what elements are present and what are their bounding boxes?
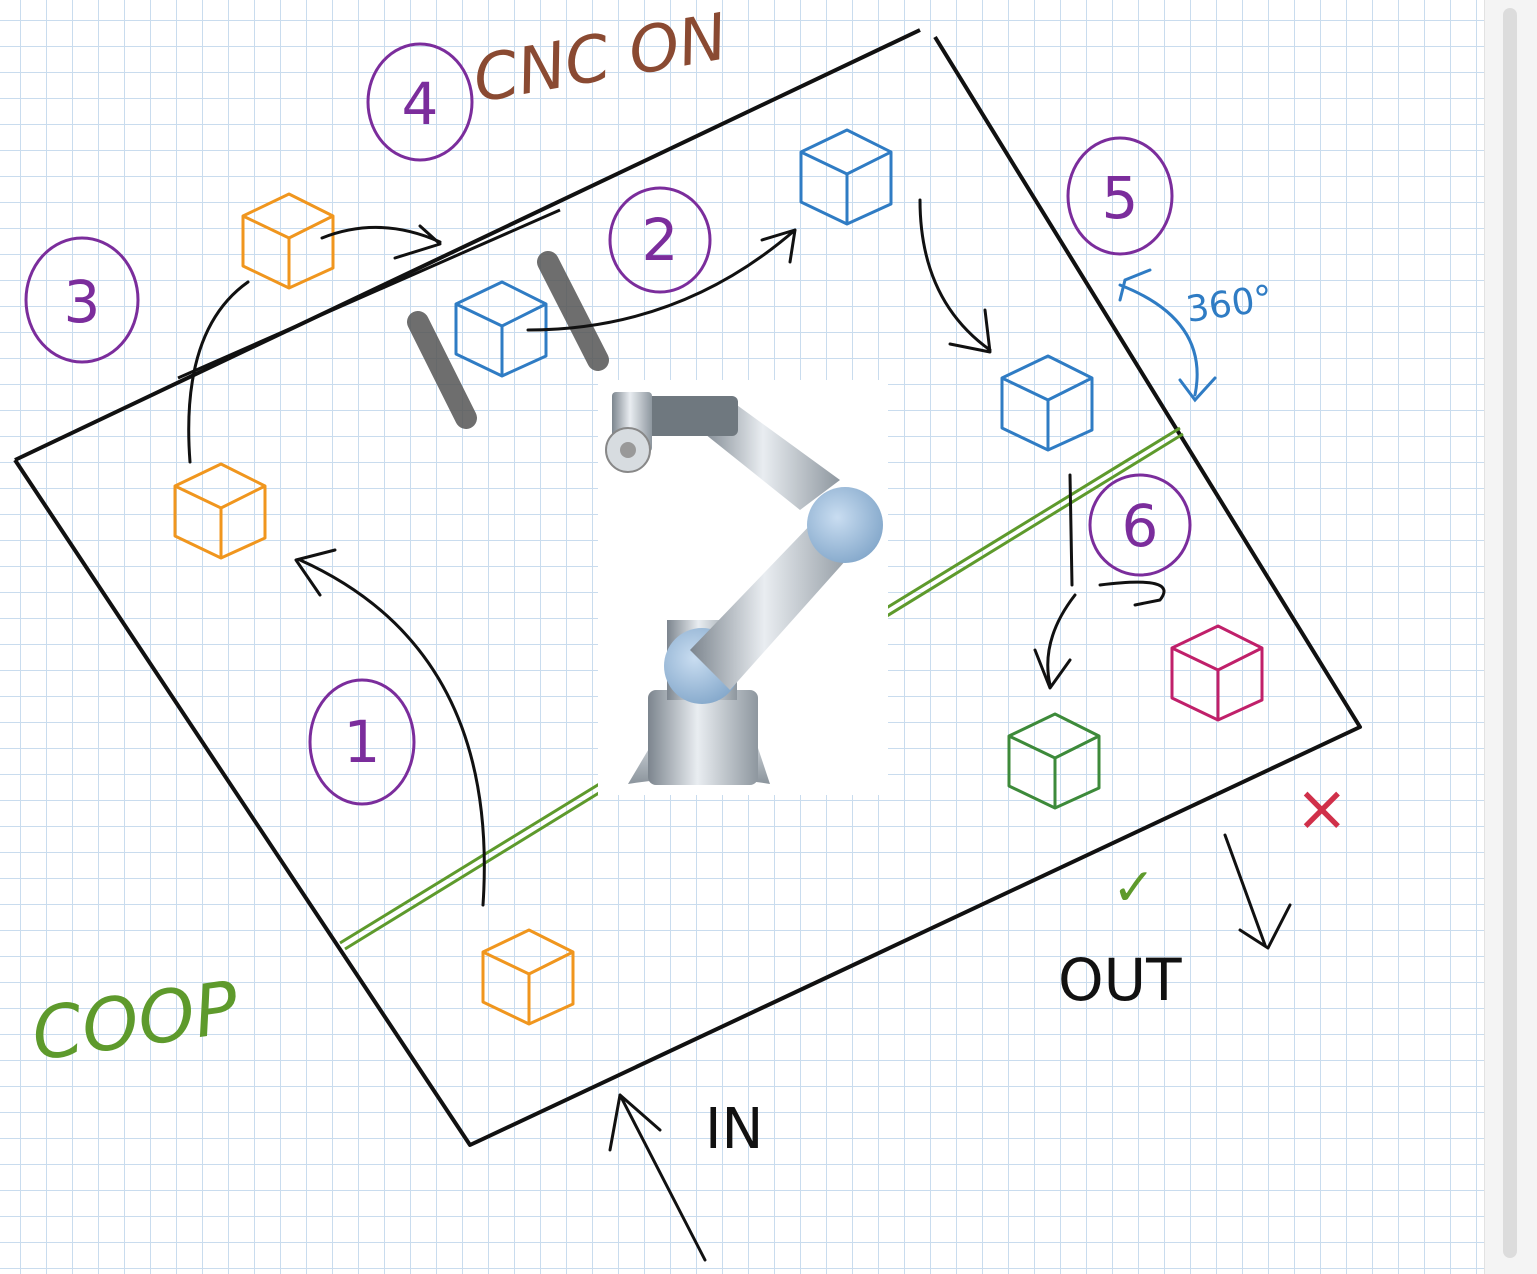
label-cnc-on: CNC ON <box>468 0 733 117</box>
arrow-in <box>608 1093 707 1262</box>
cube-step3-orange <box>241 192 335 290</box>
cnc-zone-line <box>177 208 561 380</box>
cell-boundary <box>13 28 1362 1147</box>
label-out: OUT <box>1058 946 1182 1014</box>
arrow-step6-down <box>1068 473 1166 607</box>
cube-out-green <box>1007 712 1101 810</box>
arrow-out <box>1223 833 1292 950</box>
step-circle-5 <box>1066 136 1174 256</box>
arrow-in-to-step1 <box>294 548 486 907</box>
vertical-scrollbar[interactable] <box>1484 0 1537 1274</box>
rotation-arrow <box>1118 268 1217 403</box>
arrow-cnc-to-step2 <box>526 228 797 332</box>
step-number-2: 2 <box>642 206 679 274</box>
step-circle-6 <box>1088 473 1192 577</box>
check-mark: ✓ <box>1112 858 1156 918</box>
cube-in-orange <box>481 928 575 1026</box>
step-circle-2 <box>608 186 712 294</box>
label-coop: COOP <box>27 965 244 1077</box>
step-number-3: 3 <box>64 268 101 336</box>
arrow-to-green-out <box>1033 593 1077 690</box>
step-number-1: 1 <box>344 708 381 776</box>
cross-mark: × <box>1295 772 1349 846</box>
workcell-sketch: 1 2 3 4 5 6 CNC ON COOP IN OUT 360° ✓ × <box>13 0 1362 1262</box>
arrow-step2-to-step5 <box>918 198 992 354</box>
cube-step1-orange <box>173 462 267 560</box>
arrow-step1-to-step3 <box>187 280 250 464</box>
step-circle-1 <box>308 678 416 806</box>
robot-arm-image <box>598 380 888 795</box>
label-in: IN <box>705 1097 763 1162</box>
label-360: 360° <box>1184 278 1276 331</box>
step-number-4: 4 <box>402 70 439 138</box>
cube-reject-magenta <box>1170 624 1264 722</box>
step-number-6: 6 <box>1122 492 1159 560</box>
cnc-jaws <box>407 251 609 429</box>
step-number-5: 5 <box>1102 164 1139 232</box>
arrow-step3-to-cnc <box>320 224 442 260</box>
scrollbar-thumb[interactable] <box>1503 8 1517 1258</box>
step-circle-4 <box>366 42 474 162</box>
step-circle-3 <box>24 236 140 364</box>
cube-step2-blue <box>799 128 893 226</box>
cube-step5-blue <box>1000 354 1094 452</box>
